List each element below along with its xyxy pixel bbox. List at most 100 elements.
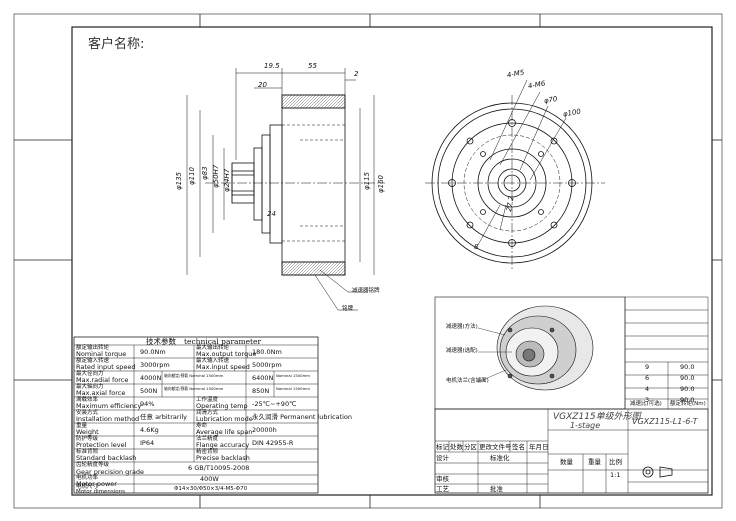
dim-phi160: φ160 xyxy=(377,175,385,193)
dim-24: 24 xyxy=(267,210,276,218)
label-approve: 批准 xyxy=(490,485,503,493)
spec-row-rlabel-cn: 法兰精度 xyxy=(196,436,219,442)
projection-symbol-icon xyxy=(642,466,673,478)
rated-torque-value: 90.0 xyxy=(680,396,695,404)
spec-row-rlabel-en: Operating temp xyxy=(196,402,248,410)
dim-20: 20 xyxy=(258,81,267,89)
spec-row-label-cn: 最大轴向力 xyxy=(76,384,104,390)
spec-row-label-en: Installation method xyxy=(76,415,140,423)
spec-row-rlabel-en: Max.input speed xyxy=(196,363,250,371)
rev-date: 年月日 xyxy=(529,443,549,451)
spec-row-label-cn: 标准背隙 xyxy=(76,449,99,455)
spec-table-grid xyxy=(73,336,319,494)
ratio-header: 减速比(可选) xyxy=(630,401,662,407)
spec-row-value: 4000N xyxy=(140,374,162,382)
title-block-grid xyxy=(434,296,709,494)
ratio-value: 6 xyxy=(645,374,650,382)
spec-row-label-en: Standard backlash xyxy=(76,454,137,462)
dims-en: Motor dimensions xyxy=(76,489,125,495)
spec-row-label-cn: 额定输入转速 xyxy=(76,358,110,364)
dim-19-5: 19.5 xyxy=(264,62,280,70)
dim-phi110: φ110 xyxy=(188,167,196,185)
gear-en: Gear precision grade xyxy=(76,468,145,476)
spec-row-rvalue: 850N xyxy=(252,387,270,395)
spec-row-rvalue: 6400N xyxy=(252,374,274,382)
dim-phi115: φ115 xyxy=(363,172,371,190)
spec-row-rlabel-cn: 工作温度 xyxy=(196,397,219,403)
spec-row-rvalue: 180.0Nm xyxy=(252,348,282,356)
dim-2: 2 xyxy=(354,70,359,78)
side-view xyxy=(186,68,385,311)
label-scale: 比例 xyxy=(609,458,622,466)
spec-row-value: 3000rpm xyxy=(140,361,170,369)
label-weight: 重量 xyxy=(588,458,601,466)
spec-row-value: 94% xyxy=(140,400,155,408)
customer-label: 客户名称: xyxy=(88,37,145,52)
spec-row-label-en: Max.radial force xyxy=(76,376,129,384)
label-check: 审核 xyxy=(436,475,449,483)
spec-row-label-en: Rated input speed xyxy=(76,363,136,371)
spec-header-en: technical parameter xyxy=(184,337,262,346)
spec-row-value: 任意 arbitrarily xyxy=(140,413,187,421)
motor-val: 400W xyxy=(200,475,219,483)
gear-val: 6 GB/T10095-2008 xyxy=(188,464,250,472)
spec-row-label-en: Protection level xyxy=(76,441,127,449)
rev-mark: 标记 xyxy=(436,443,449,451)
dims-val: Φ14×30/Φ50×3/4-M5-Φ70 xyxy=(174,486,248,492)
spec-row-rsub: Nominal 1500mm xyxy=(276,373,310,378)
torque-header: 额定转矩(Nm) xyxy=(670,401,706,407)
spec-row-label-cn: 满载效率 xyxy=(76,397,99,403)
rev-sign: 签名 xyxy=(512,443,525,451)
iso-callout-2: 减速器(选配) xyxy=(446,348,478,354)
spec-row-rsub: Nominal 1500mm xyxy=(276,386,310,391)
dims-cn: 电机尺寸 xyxy=(76,484,99,490)
drawing-title-cn: VGXZ115单级外形图 xyxy=(553,412,641,422)
rated-torque-value: 90.0 xyxy=(680,374,695,382)
rated-torque-value: 90.0 xyxy=(680,363,695,371)
spec-row-rvalue: 永久润滑 Permanent lubrication xyxy=(252,413,353,421)
iso-callout-1: 减速器(方法) xyxy=(446,324,478,330)
spec-row-rlabel-en: Lubrication mode xyxy=(196,415,253,423)
spec-row-value: 500N xyxy=(140,387,158,395)
rated-torque-value: 90.0 xyxy=(680,385,695,393)
spec-row-rlabel-cn: 精密背隙 xyxy=(196,449,219,455)
spec-row-label-cn: 额定输出转矩 xyxy=(76,345,110,351)
spec-row-rvalue: 5000rpm xyxy=(252,361,282,369)
spec-row-value: 90.0Nm xyxy=(140,348,166,356)
spec-row-label-en: Nominal torque xyxy=(76,350,127,358)
spec-row-label-cn: 重量 xyxy=(76,423,88,429)
label-craft: 工艺 xyxy=(436,485,449,493)
ratio-value: 4 xyxy=(645,385,650,393)
spec-row-value: 4.6Kg xyxy=(140,426,159,434)
spec-row-label-en: Maximum efficiency xyxy=(76,402,142,410)
spec-row-rlabel-en: Precise backlash xyxy=(196,454,250,462)
spec-row-rlabel-cn: 最大输出转矩 xyxy=(196,345,230,351)
rev-count: 处数 xyxy=(450,443,463,451)
spec-row-label-cn: 防护等级 xyxy=(76,436,99,442)
spec-row-sub: 轴向额定/预载 Nominal 1500mm xyxy=(164,373,224,378)
callout-nameplate-b: 铭牌 xyxy=(342,306,354,312)
spec-row-sub: 轴向额定/预载 Nominal 1500mm xyxy=(164,386,224,391)
spec-row-rlabel-cn: 润滑方式 xyxy=(196,410,219,416)
rev-file: 更改文件号 xyxy=(479,443,512,451)
iso-view xyxy=(434,296,626,410)
spec-row-value: IP64 xyxy=(140,439,155,447)
ratio-value: 9 xyxy=(645,363,650,371)
label-standard: 标准化 xyxy=(490,454,510,462)
label-qty: 数量 xyxy=(560,458,573,466)
dim-phi83: φ83 xyxy=(201,166,209,180)
rev-zone: 分区 xyxy=(464,443,477,451)
motor-en: Motor power xyxy=(76,480,117,488)
iso-callout-3: 电机法兰(含端面) xyxy=(446,378,489,384)
spec-row-label-cn: 安装方式 xyxy=(76,410,99,416)
drawing-code: VGXZ115-L1-6-T xyxy=(632,417,698,426)
ratio-value: 3 xyxy=(645,396,650,404)
dim-phi135: φ135 xyxy=(175,172,183,190)
scale-value: 1:1 xyxy=(610,471,621,479)
spec-row-rlabel-cn: 寿命 xyxy=(196,423,208,429)
spec-row-label-en: Weight xyxy=(76,428,99,436)
spec-row-rlabel-en: Max.output torque xyxy=(196,350,257,358)
spec-row-rvalue: DIN 42955-R xyxy=(252,439,294,447)
dim-phi24h7: φ24H7 xyxy=(223,168,231,192)
